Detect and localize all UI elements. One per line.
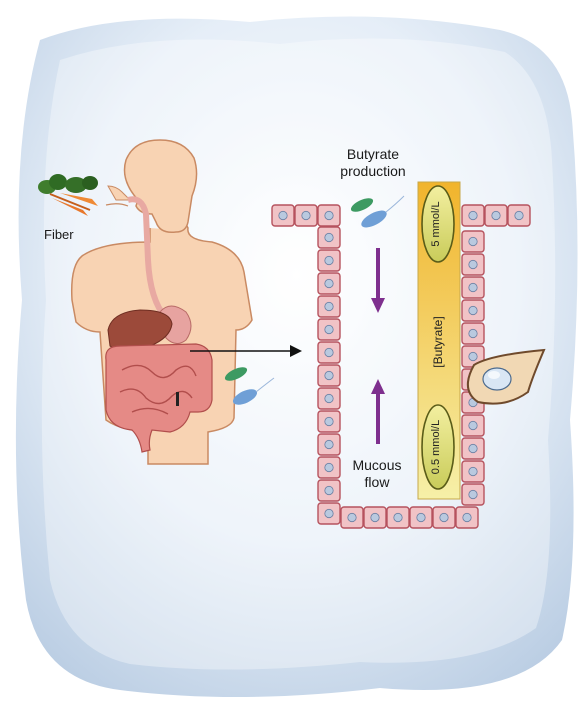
cell-nucleus bbox=[324, 370, 334, 381]
cell-nucleus bbox=[468, 236, 478, 247]
bacteria-group-lower bbox=[224, 367, 275, 405]
up-arrow bbox=[371, 379, 385, 444]
cell-nucleus bbox=[324, 416, 334, 427]
cell-nucleus bbox=[278, 210, 288, 221]
mucous-flow-line2: flow bbox=[364, 474, 390, 490]
cell-nucleus bbox=[416, 512, 426, 523]
cell-nucleus bbox=[324, 485, 334, 496]
cell-nucleus bbox=[468, 305, 478, 316]
pointer-arrow bbox=[190, 345, 302, 357]
high-conc-oval bbox=[421, 185, 455, 263]
cell-nucleus bbox=[324, 278, 334, 289]
low-conc-oval bbox=[421, 404, 455, 490]
cell-nucleus bbox=[324, 439, 334, 450]
vegetables-icon bbox=[38, 174, 98, 216]
cell-nucleus bbox=[468, 210, 478, 221]
cell-nucleus bbox=[468, 282, 478, 293]
cell-nucleus bbox=[468, 489, 478, 500]
cell-nucleus bbox=[468, 259, 478, 270]
cell-nucleus bbox=[324, 210, 334, 221]
high-conc-label: 5 mmol/L bbox=[430, 201, 442, 247]
cell-nucleus bbox=[301, 210, 311, 221]
cell-nucleus bbox=[468, 466, 478, 477]
crypt-epithelium bbox=[271, 204, 531, 529]
cell-nucleus bbox=[514, 210, 524, 221]
down-arrow bbox=[371, 248, 385, 313]
butyrate-production-line2: production bbox=[340, 163, 406, 179]
cell-nucleus bbox=[324, 324, 334, 335]
cell-nucleus bbox=[324, 255, 334, 266]
human-body bbox=[70, 139, 253, 465]
cell-nucleus bbox=[324, 508, 334, 519]
cell-nucleus bbox=[439, 512, 449, 523]
butyrate-axis-label: [Butyrate] bbox=[431, 316, 445, 368]
mucous-flow-line1: Mucous bbox=[352, 457, 402, 473]
bacteria-group-upper bbox=[350, 195, 405, 228]
cell-nucleus bbox=[370, 512, 380, 523]
butyrate-production-line1: Butyrate bbox=[346, 146, 400, 162]
butyrate-production-label: Butyrate production bbox=[336, 146, 410, 180]
cell-nucleus bbox=[324, 301, 334, 312]
fiber-label: Fiber bbox=[44, 227, 74, 242]
cell-nucleus bbox=[347, 512, 357, 523]
shed-cell bbox=[467, 348, 546, 405]
cell-nucleus bbox=[324, 462, 334, 473]
cell-nucleus bbox=[324, 232, 334, 243]
cell-nucleus bbox=[468, 351, 478, 362]
cell-nucleus bbox=[324, 393, 334, 404]
low-conc-label: 0.5 mmol/L bbox=[430, 419, 442, 475]
cell-nucleus bbox=[491, 210, 501, 221]
cell-nucleus bbox=[324, 347, 334, 358]
cell-nucleus bbox=[393, 512, 403, 523]
cell-nucleus bbox=[468, 443, 478, 454]
mucous-flow-label: Mucous flow bbox=[346, 457, 408, 491]
cell-nucleus bbox=[462, 512, 472, 523]
cell-nucleus bbox=[468, 328, 478, 339]
cell-nucleus bbox=[468, 420, 478, 431]
